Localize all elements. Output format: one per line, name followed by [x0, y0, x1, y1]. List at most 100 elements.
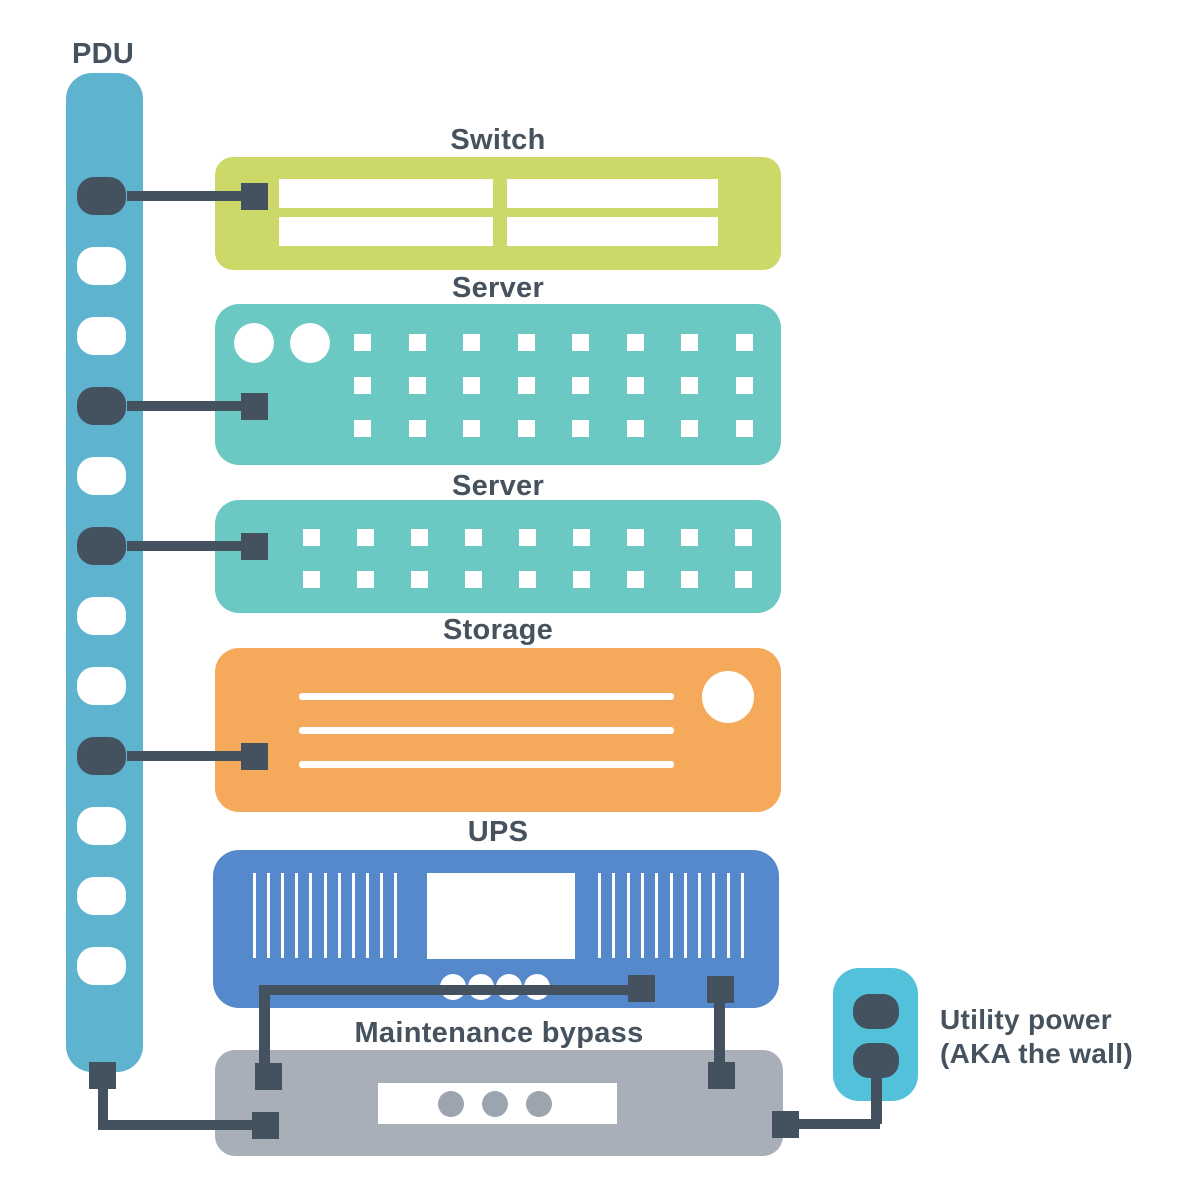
server-led	[303, 571, 320, 588]
server2-label: Server	[451, 470, 545, 502]
switch-port-slot	[279, 179, 493, 208]
ups-vent-line	[366, 873, 369, 958]
pdu-socket-white	[77, 247, 126, 285]
pdu-socket-dark	[77, 737, 126, 775]
ups-label: UPS	[467, 816, 529, 848]
server-led	[627, 420, 644, 437]
switch-port-slot	[279, 217, 493, 246]
pdu-socket-white	[77, 317, 126, 355]
utility-socket-top	[853, 994, 899, 1029]
server-led	[681, 334, 698, 351]
server-led	[627, 571, 644, 588]
cable-bypass-to-utility-horz	[795, 1119, 880, 1129]
plug-pdu-bottom	[89, 1062, 116, 1089]
ups-vent-line	[394, 873, 397, 958]
cable-pdu-to-bypass-horz	[98, 1120, 258, 1130]
server-led	[519, 529, 536, 546]
ups-vent-line	[670, 873, 673, 958]
server-led	[681, 529, 698, 546]
cable-pdu-to-bypass-vert	[98, 1086, 108, 1125]
server-led	[627, 377, 644, 394]
server-led	[572, 420, 589, 437]
server-led	[465, 571, 482, 588]
server-led	[354, 377, 371, 394]
plug-server1	[241, 393, 268, 420]
cable-ups-to-bypass-right	[714, 1000, 725, 1066]
bypass-status-dot	[482, 1091, 508, 1117]
plug-ups-right	[707, 976, 734, 1003]
server1-label: Server	[451, 272, 545, 304]
ups-vent-line	[338, 873, 341, 958]
server-led	[735, 529, 752, 546]
cable-bypass-to-utility-vert	[871, 1076, 882, 1124]
plug-server2	[241, 533, 268, 560]
ups-vent-line	[684, 873, 687, 958]
plug-switch	[241, 183, 268, 210]
pdu-socket-white	[77, 457, 126, 495]
pdu-socket-white	[77, 597, 126, 635]
ups-vent-line	[309, 873, 312, 958]
server-led	[735, 571, 752, 588]
storage-slot-line	[299, 727, 674, 734]
switch-port-slot	[507, 179, 718, 208]
pdu-socket-white	[77, 807, 126, 845]
ups-vent-line	[641, 873, 644, 958]
server-led	[357, 529, 374, 546]
ups-vent-line	[627, 873, 630, 958]
storage-label: Storage	[442, 614, 554, 646]
ups-vent-line	[253, 873, 256, 958]
server-led	[518, 334, 535, 351]
cable-pdu-to-storage	[127, 751, 246, 761]
bypass-status-dot	[438, 1091, 464, 1117]
plug-bypass-right-bottom	[772, 1111, 799, 1138]
storage-indicator-circle	[702, 671, 754, 723]
server-led	[411, 529, 428, 546]
pdu-socket-dark	[77, 527, 126, 565]
switch-port-slot	[507, 217, 718, 246]
pdu-socket-dark	[77, 177, 126, 215]
cable-ups-internal-horz	[259, 985, 634, 995]
ups-vent-line	[267, 873, 270, 958]
bypass-label: Maintenance bypass	[354, 1017, 644, 1049]
pdu-socket-white	[77, 947, 126, 985]
cable-pdu-to-switch	[127, 191, 246, 201]
plug-bypass-left-top	[255, 1063, 282, 1090]
server-led	[354, 420, 371, 437]
server-led	[357, 571, 374, 588]
plug-storage	[241, 743, 268, 770]
ups-vent-line	[712, 873, 715, 958]
ups-vent-line	[281, 873, 284, 958]
utility-label-line1: Utility power	[940, 1004, 1112, 1035]
server-led	[303, 529, 320, 546]
pdu-socket-white	[77, 877, 126, 915]
bypass-status-dot	[526, 1091, 552, 1117]
ups-vent-line	[295, 873, 298, 958]
utility-label-line2: (AKA the wall)	[940, 1038, 1133, 1069]
server-led	[681, 377, 698, 394]
cable-pdu-to-server2	[127, 541, 246, 551]
pdu-socket-white	[77, 667, 126, 705]
server-indicator-circle	[290, 323, 330, 363]
pdu-strip	[66, 73, 143, 1072]
ups-vent-line	[598, 873, 601, 958]
storage-slot-line	[299, 761, 674, 768]
server-led	[409, 377, 426, 394]
server-led	[463, 377, 480, 394]
utility-socket-bottom	[853, 1043, 899, 1078]
server-led	[627, 529, 644, 546]
server-led	[573, 529, 590, 546]
ups-vent-line	[324, 873, 327, 958]
server-led	[519, 571, 536, 588]
switch-box	[215, 157, 781, 270]
ups-vent-line	[380, 873, 383, 958]
server-led	[681, 420, 698, 437]
ups-display-screen	[427, 873, 575, 959]
cable-pdu-to-server1	[127, 401, 246, 411]
ups-vent-line	[352, 873, 355, 958]
pdu-label: PDU	[72, 38, 135, 70]
server-led	[354, 334, 371, 351]
server-led	[518, 377, 535, 394]
switch-label: Switch	[450, 124, 546, 156]
ups-vent-line	[612, 873, 615, 958]
